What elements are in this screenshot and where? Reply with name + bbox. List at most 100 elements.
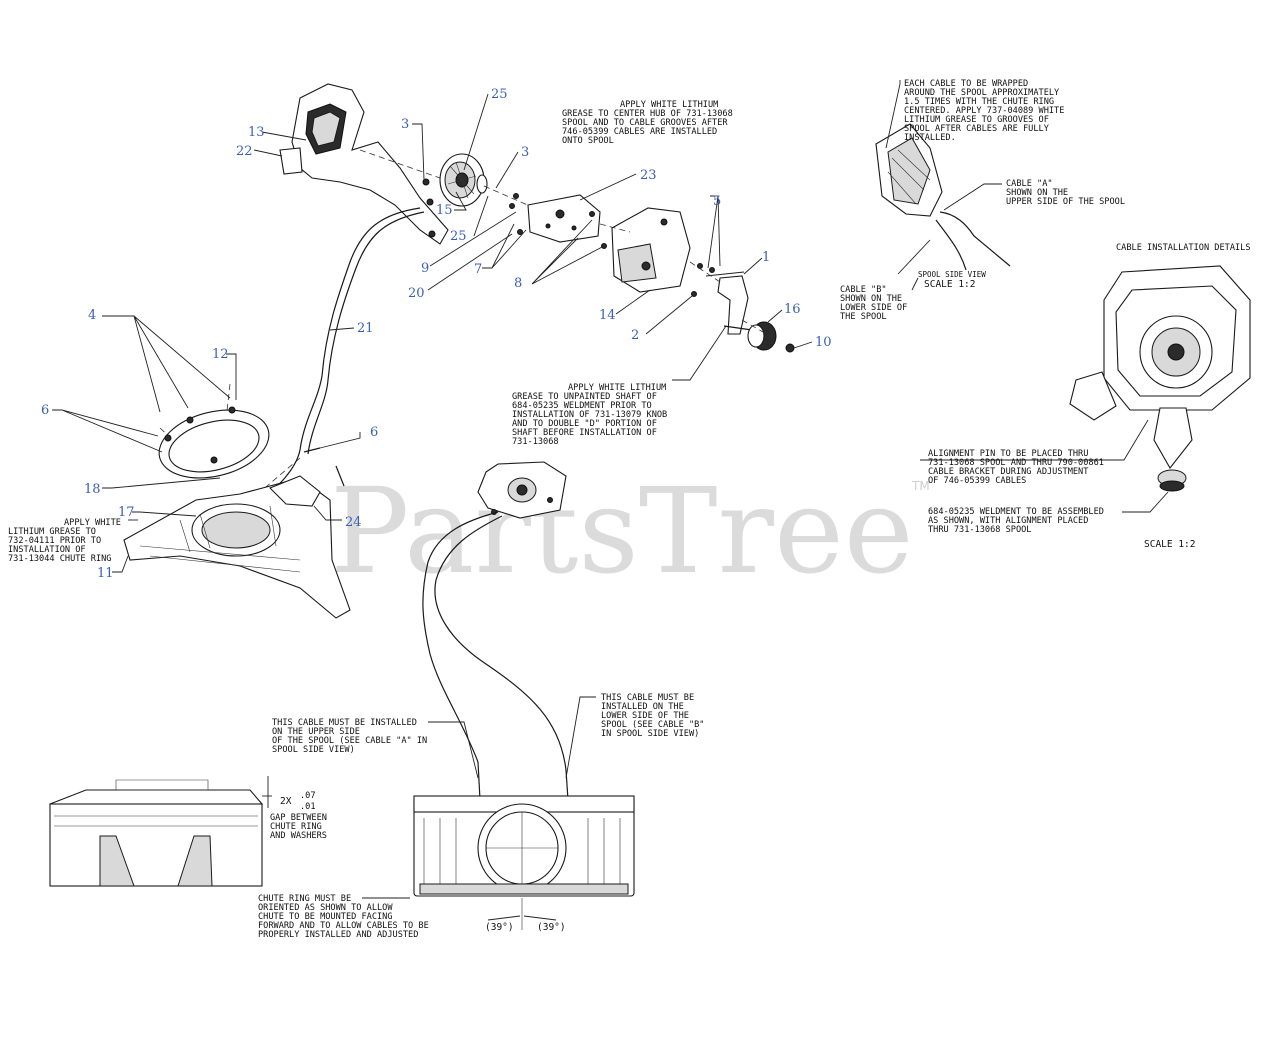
label-spool-side-view: SPOOL SIDE VIEW (918, 270, 986, 279)
callout-15: 15 (436, 203, 453, 218)
note-weldment-grease: APPLY WHITE LITHIUM GREASE TO UNPAINTED … (512, 383, 667, 447)
note-weldment-assembled: 684-05235 WELDMENT TO BE ASSEMBLED AS SH… (928, 507, 1104, 535)
svg-text:SPOOL AFTER CABLES ARE FULLY: SPOOL AFTER CABLES ARE FULLY (904, 124, 1050, 134)
svg-text:SHOWN ON THE: SHOWN ON THE (1006, 188, 1068, 198)
svg-text:APPLY WHITE: APPLY WHITE (64, 518, 121, 528)
chute-top-assembly-view (477, 461, 567, 519)
callout-20: 20 (408, 286, 425, 301)
svg-text:APPLY WHITE LITHIUM: APPLY WHITE LITHIUM (620, 100, 718, 110)
svg-text:746-05399 CABLES ARE INSTALLED: 746-05399 CABLES ARE INSTALLED (562, 127, 717, 137)
label-scale-2: SCALE 1:2 (1144, 539, 1195, 550)
svg-text:SPOOL (SEE CABLE "B": SPOOL (SEE CABLE "B" (601, 720, 704, 730)
part-18-chute-ring (158, 406, 270, 479)
part-13-handle-bracket (279, 83, 449, 245)
label-cable-installation-details: CABLE INSTALLATION DETAILS (1116, 243, 1251, 253)
svg-text:CABLE BRACKET DURING ADJUSTMEN: CABLE BRACKET DURING ADJUSTMENT (928, 467, 1088, 477)
callout-24: 24 (345, 515, 362, 530)
svg-text:CHUTE RING: CHUTE RING (270, 822, 322, 832)
svg-text:731-13068: 731-13068 (512, 437, 559, 447)
part-23-cable-bracket (527, 194, 601, 243)
svg-text:732-04111 PRIOR TO: 732-04111 PRIOR TO (8, 536, 101, 546)
part-6-screws-lower (303, 447, 345, 487)
callout-8: 8 (514, 276, 522, 291)
hardware-nuts-screws (509, 193, 715, 297)
callout-2: 2 (631, 328, 639, 343)
callout-18: 18 (84, 482, 101, 497)
svg-text:684-05235 WELDMENT TO BE ASSEM: 684-05235 WELDMENT TO BE ASSEMBLED (928, 507, 1104, 517)
svg-text:LOWER SIDE OF THE: LOWER SIDE OF THE (601, 711, 689, 721)
svg-text:AS SHOWN, WITH ALIGNMENT PLACE: AS SHOWN, WITH ALIGNMENT PLACED (928, 516, 1088, 526)
callout-5: 5 (713, 194, 721, 209)
svg-text:APPLY WHITE LITHIUM: APPLY WHITE LITHIUM (568, 383, 666, 393)
svg-text:AND TO DOUBLE "D" PORTION OF: AND TO DOUBLE "D" PORTION OF (512, 419, 657, 429)
note-chute-orientation: CHUTE RING MUST BE ORIENTED AS SHOWN TO … (258, 894, 429, 940)
callout-25: 25 (491, 87, 508, 102)
svg-text:GREASE TO UNPAINTED SHAFT OF: GREASE TO UNPAINTED SHAFT OF (512, 392, 657, 402)
callout-10: 10 (815, 335, 832, 350)
svg-text:SHAFT BEFORE INSTALLATION OF: SHAFT BEFORE INSTALLATION OF (512, 428, 657, 438)
callout-numbers: 25 3 13 22 15 3 25 23 5 9 7 8 1 20 14 16… (41, 87, 832, 581)
callout-12: 12 (212, 347, 229, 362)
svg-text:PROPERLY INSTALLED AND ADJUSTE: PROPERLY INSTALLED AND ADJUSTED (258, 930, 418, 940)
watermark-text: PartsTree (330, 462, 914, 600)
cable-installation-detail (1069, 265, 1251, 492)
note-lower-cable: THIS CABLE MUST BE INSTALLED ON THE LOWE… (601, 693, 704, 739)
svg-text:THRU 731-13068 SPOOL: THRU 731-13068 SPOOL (928, 525, 1031, 535)
part-14-spool-housing (611, 207, 691, 293)
callout-17: 17 (118, 505, 135, 520)
callout-22: 22 (236, 144, 253, 159)
svg-text:INSTALLATION OF: INSTALLATION OF (8, 545, 86, 555)
svg-text:OF 746-05399 CABLES: OF 746-05399 CABLES (928, 476, 1026, 486)
callout-leader-lines (52, 80, 1169, 899)
svg-text:1.5 TIMES WITH THE CHUTE RING: 1.5 TIMES WITH THE CHUTE RING (904, 97, 1054, 107)
svg-text:SPOOL SIDE VIEW): SPOOL SIDE VIEW) (272, 745, 355, 755)
dimension-gap: 2X .07 .01 (280, 791, 316, 812)
part-15-spool (422, 153, 488, 207)
part-1-weldment (705, 271, 749, 335)
angle-left: (39°) (485, 922, 514, 933)
callout-1: 1 (762, 250, 770, 265)
svg-text:ALIGNMENT PIN TO BE PLACED THR: ALIGNMENT PIN TO BE PLACED THRU (928, 449, 1088, 459)
svg-text:731-13068 SPOOL AND THRU 790-0: 731-13068 SPOOL AND THRU 790-00861 (928, 458, 1104, 468)
svg-text:ONTO SPOOL: ONTO SPOOL (562, 136, 614, 146)
callout-13: 13 (248, 125, 265, 140)
chute-base-side-view (49, 776, 272, 887)
svg-text:FORWARD AND TO ALLOW CABLES TO: FORWARD AND TO ALLOW CABLES TO BE (258, 921, 429, 931)
cable-route-middle (422, 511, 569, 801)
part-21-cable (261, 207, 425, 501)
note-chute-ring-grease: APPLY WHITE LITHIUM GREASE TO 732-04111 … (8, 518, 121, 564)
callout-11: 11 (97, 566, 114, 581)
angle-right: (39°) (537, 922, 566, 933)
svg-text:INSTALLATION OF 731-13079 KNOB: INSTALLATION OF 731-13079 KNOB (512, 410, 667, 420)
note-gap: GAP BETWEEN CHUTE RING AND WASHERS (270, 813, 327, 841)
svg-text:GREASE TO CENTER HUB OF 731-13: GREASE TO CENTER HUB OF 731-13068 (562, 109, 733, 119)
note-cable-a: CABLE "A" SHOWN ON THE UPPER SIDE OF THE… (1006, 179, 1125, 207)
svg-text:CABLE "B": CABLE "B" (840, 285, 887, 295)
callout-6-second: 6 (370, 425, 378, 440)
note-cable-b: CABLE "B" SHOWN ON THE LOWER SIDE OF THE… (840, 285, 907, 322)
part-10-nut (785, 343, 795, 353)
svg-text:IN SPOOL SIDE VIEW): IN SPOOL SIDE VIEW) (601, 729, 699, 739)
note-spool-wrap: EACH CABLE TO BE WRAPPED AROUND THE SPOO… (904, 79, 1064, 143)
svg-text:ORIENTED AS SHOWN TO ALLOW: ORIENTED AS SHOWN TO ALLOW (258, 903, 393, 913)
callout-3-second: 3 (521, 145, 529, 160)
note-upper-cable: THIS CABLE MUST BE INSTALLED ON THE UPPE… (272, 718, 427, 755)
spool-side-view (875, 123, 1011, 275)
svg-text:LITHIUM GREASE TO: LITHIUM GREASE TO (8, 527, 96, 537)
callout-6: 6 (41, 403, 49, 418)
callout-25-second: 25 (450, 229, 467, 244)
svg-text:AND WASHERS: AND WASHERS (270, 831, 327, 841)
svg-text:THIS CABLE MUST BE: THIS CABLE MUST BE (601, 693, 694, 703)
callout-16: 16 (784, 302, 801, 317)
svg-text:CABLE "A": CABLE "A" (1006, 179, 1053, 189)
callout-14: 14 (599, 308, 616, 323)
note-center-hub-grease: APPLY WHITE LITHIUM GREASE TO CENTER HUB… (562, 100, 733, 146)
svg-text:CENTERED. APPLY 737-04089 WHIT: CENTERED. APPLY 737-04089 WHITE (904, 106, 1064, 116)
callout-7: 7 (474, 262, 482, 277)
svg-text:THE SPOOL: THE SPOOL (840, 312, 887, 322)
svg-text:EACH CABLE TO BE WRAPPED: EACH CABLE TO BE WRAPPED (904, 79, 1028, 89)
svg-text:INSTALLED ON THE: INSTALLED ON THE (601, 702, 684, 712)
svg-text:CHUTE TO BE MOUNTED FACING: CHUTE TO BE MOUNTED FACING (258, 912, 393, 922)
